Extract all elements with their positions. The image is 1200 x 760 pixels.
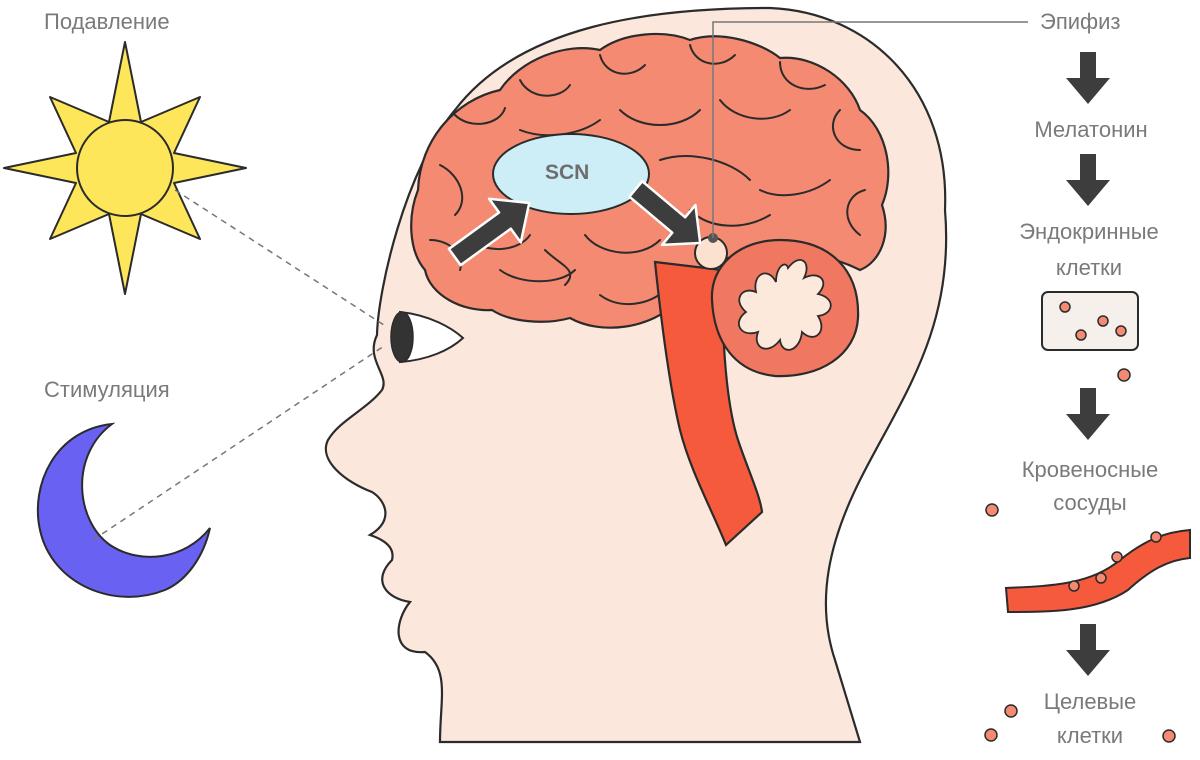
- endocrine-cell: [1041, 291, 1139, 351]
- arrow-down-icon: [1066, 154, 1110, 206]
- signal-arrow-in: [447, 197, 531, 267]
- melatonin-molecule: [1004, 704, 1018, 718]
- target-label-line1: Целевые: [1043, 689, 1137, 714]
- vessels-label-line2: сосуды: [1053, 490, 1127, 515]
- blood-vessel: [1004, 528, 1191, 614]
- sun-core: [76, 119, 174, 217]
- sun-icon: [3, 41, 247, 295]
- arrow-down-icon: [1066, 624, 1110, 676]
- melatonin-label: Мелатонин: [1034, 117, 1148, 142]
- moonlight-path: [92, 345, 385, 541]
- brainstem: [653, 260, 764, 547]
- pineal-leader-line: [712, 21, 1028, 238]
- melatonin-molecule: [1162, 729, 1176, 743]
- vessels-label-line1: Кровеносные: [1021, 457, 1159, 482]
- arrow-down-icon: [1066, 388, 1110, 440]
- melatonin-molecule: [985, 503, 999, 517]
- eye-icon: [390, 310, 465, 364]
- signal-arrow-out: [628, 180, 702, 247]
- melatonin-molecule: [984, 728, 998, 742]
- endocrine-label-line2: клетки: [1055, 255, 1123, 280]
- scn-label: SCN: [545, 161, 590, 184]
- arrow-down-icon: [1066, 52, 1110, 104]
- melatonin-molecule: [1117, 368, 1131, 382]
- endocrine-label-line1: Эндокринные: [1019, 219, 1159, 244]
- pineal-label: Эпифиз: [1040, 9, 1121, 34]
- cerebrum: [410, 32, 890, 329]
- sunlight-path: [174, 189, 385, 326]
- scn-nucleus: [492, 133, 650, 215]
- target-label-line2: клетки: [1056, 723, 1124, 748]
- moon-icon: [36, 422, 211, 598]
- brain: [410, 32, 890, 547]
- stimulation-label: Стимуляция: [44, 377, 170, 402]
- suppression-label: Подавление: [44, 9, 170, 34]
- arbor-vitae: [738, 259, 832, 351]
